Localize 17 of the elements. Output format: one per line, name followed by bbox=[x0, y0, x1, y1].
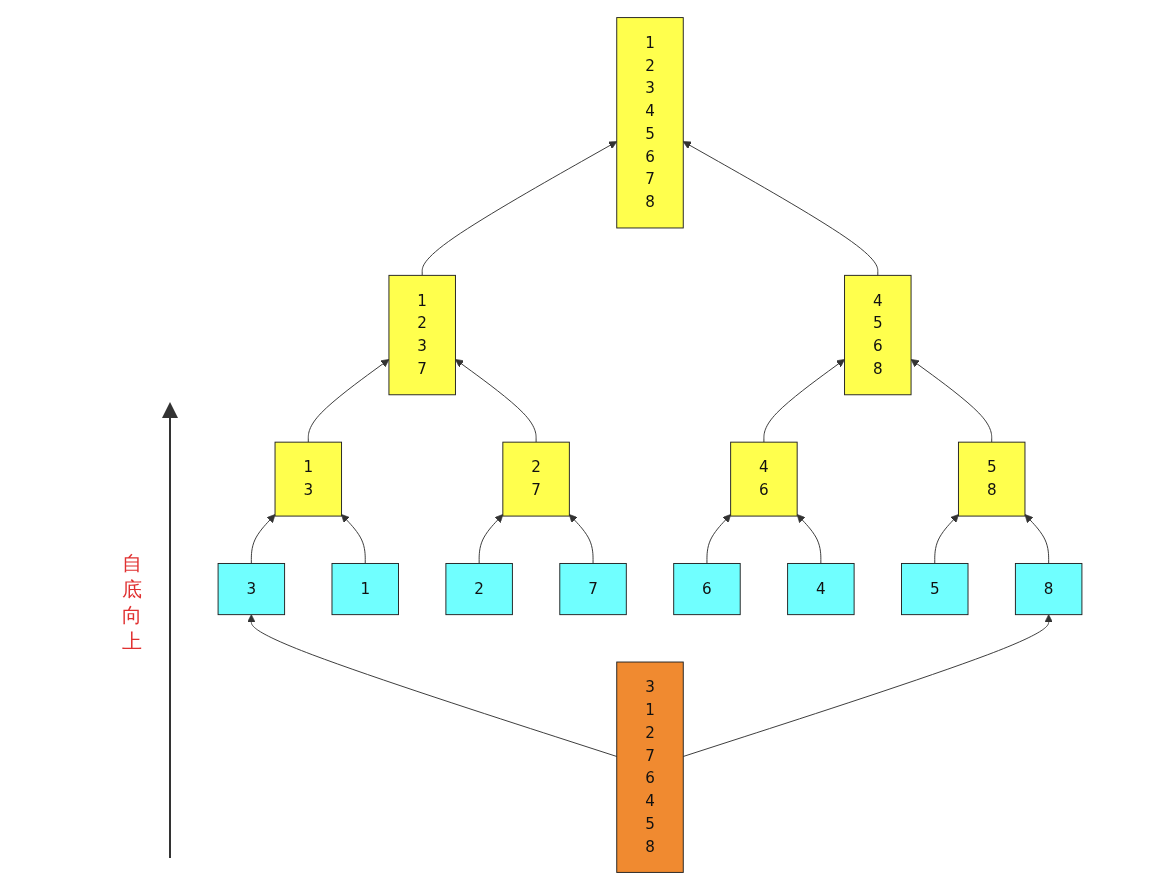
node-box: 7 bbox=[559, 563, 627, 616]
node-box: 3 bbox=[217, 563, 286, 616]
node-box: 6 bbox=[673, 563, 741, 616]
node-box: 1 2 3 4 5 6 7 8 bbox=[616, 17, 684, 229]
node-box: 5 bbox=[901, 563, 969, 616]
node-box: 3 1 2 7 6 4 5 8 bbox=[616, 661, 684, 873]
node-box: 8 bbox=[1014, 563, 1083, 616]
node-box: 2 7 bbox=[502, 441, 570, 517]
node-box: 4 5 6 8 bbox=[844, 274, 912, 396]
node-box: 1 3 bbox=[274, 441, 343, 517]
node-box: 4 bbox=[787, 563, 855, 616]
node-box: 2 bbox=[445, 563, 513, 616]
note-text: 自底向上 bbox=[122, 550, 142, 654]
node-box: 1 2 3 7 bbox=[388, 274, 456, 396]
node-box: 1 bbox=[331, 563, 399, 616]
node-box: 4 6 bbox=[730, 441, 798, 517]
node-box: 5 8 bbox=[957, 441, 1026, 517]
